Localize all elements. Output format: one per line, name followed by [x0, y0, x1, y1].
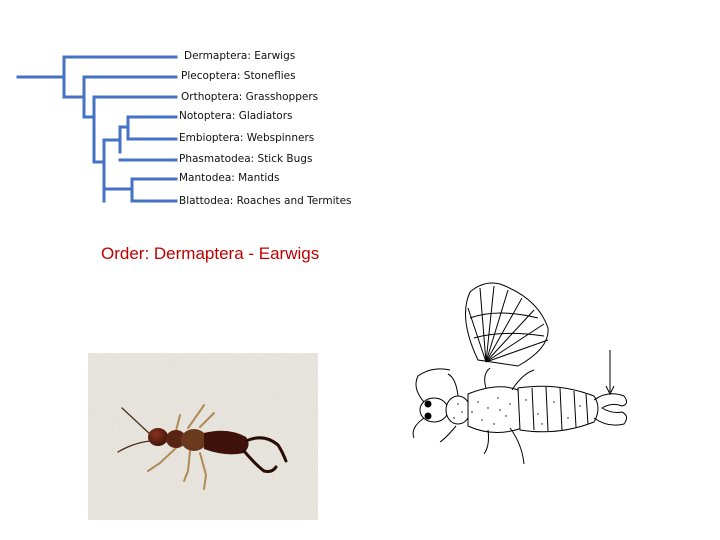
thorax: [467, 386, 523, 433]
taxon-label-dermaptera: Dermaptera: Earwigs: [184, 50, 296, 62]
earwig-photo: [88, 353, 318, 520]
taxon-label-mantodea: Mantodea: Mantids: [179, 172, 280, 184]
order-title: Order: Dermaptera - Earwigs: [101, 244, 320, 263]
abdomen: [517, 385, 599, 433]
taxon-label-embioptera: Embioptera: Webspinners: [179, 132, 315, 144]
earwig-line-drawing: [412, 282, 628, 465]
abdomen-segments: [531, 386, 589, 432]
stipple: [453, 397, 581, 425]
taxon-label-notoptera: Notoptera: Gladiators: [179, 110, 293, 122]
taxon-label-phasmatodea: Phasmatodea: Stick Bugs: [179, 153, 313, 165]
earwig-body: [117, 404, 288, 490]
forceps: [593, 393, 628, 426]
taxon-label-orthoptera: Orthoptera: Grasshoppers: [181, 91, 319, 103]
pronotum: [445, 395, 471, 425]
wing-veins: [467, 285, 549, 363]
taxon-label-plecoptera: Plecoptera: Stoneflies: [181, 70, 296, 82]
taxon-label-blattodea: Blattodea: Roaches and Termites: [179, 195, 352, 207]
